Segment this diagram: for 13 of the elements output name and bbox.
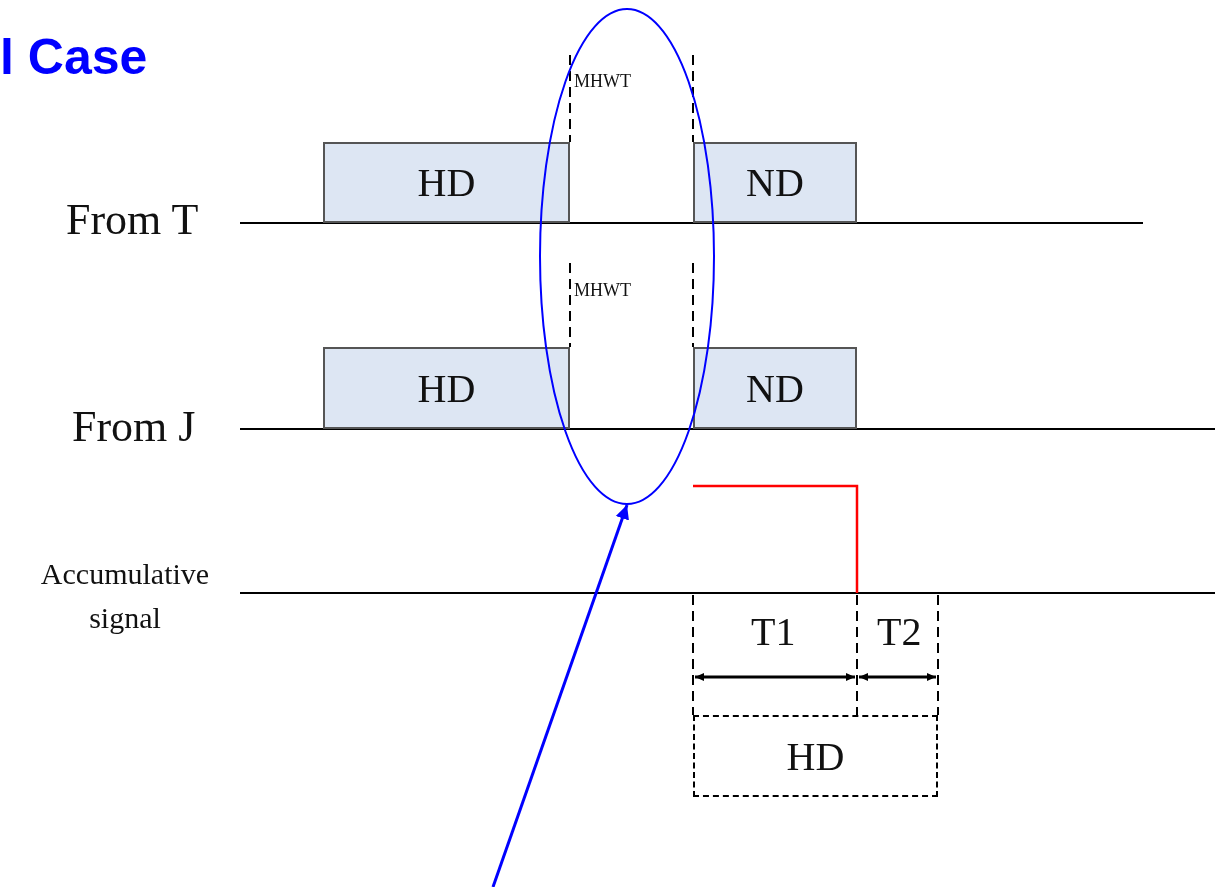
highlight-ellipse [539,8,715,505]
row-label: From J [72,403,196,452]
signal-block: ND [693,142,857,223]
dashed-block: HD [693,715,938,797]
row-label: From T [66,196,199,245]
arrow [491,504,629,887]
row-label: Accumulative signal [39,556,211,636]
title: l Case [0,28,148,86]
signal-block: HD [323,142,570,223]
dimension-label: T2 [877,610,922,654]
dimension-label: T1 [751,610,796,654]
signal-block: ND [693,347,857,429]
signal-block: HD [323,347,570,429]
